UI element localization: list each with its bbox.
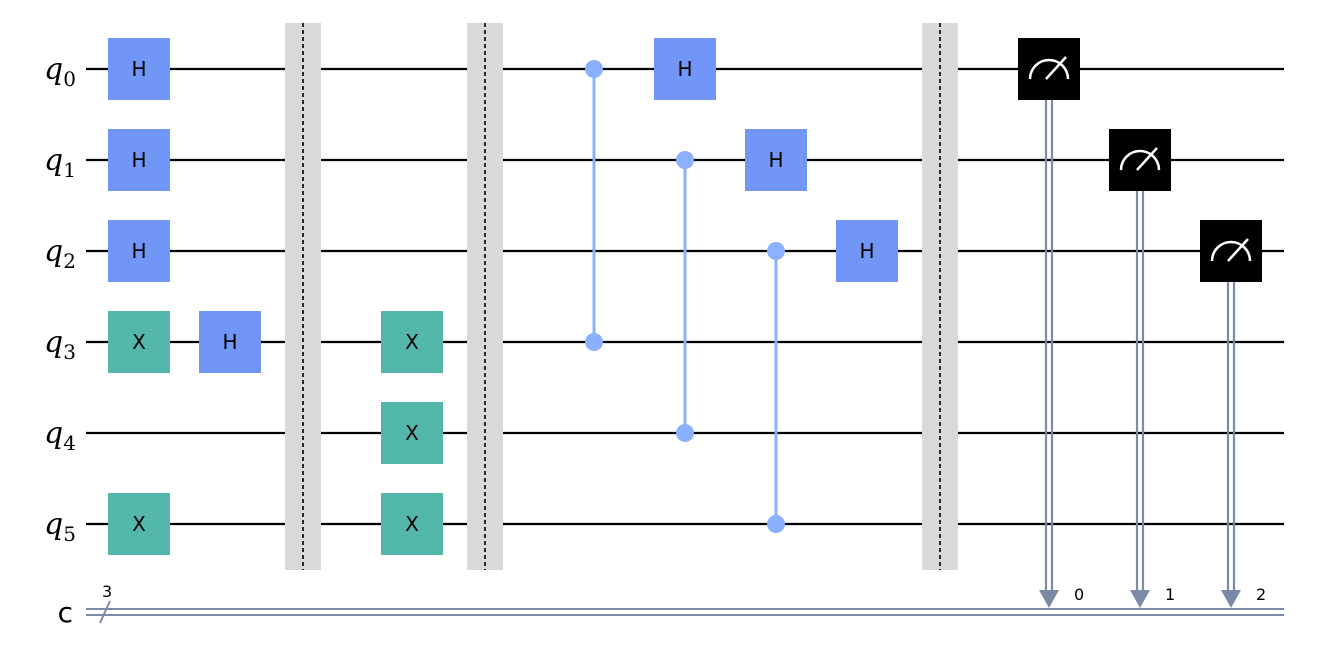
clbit-index-label: 1: [1165, 585, 1175, 604]
qubit-label-prefix: q: [44, 507, 63, 542]
measure-gate: 0: [1018, 38, 1084, 608]
x-gate: X: [381, 402, 443, 464]
qubit-label-3: q3: [44, 325, 76, 364]
cz-control-dot: [767, 515, 785, 533]
qubit-label-prefix: q: [44, 143, 63, 178]
gate-label: H: [131, 148, 146, 172]
gate-box: [745, 129, 807, 191]
cz-gate: [585, 60, 603, 351]
gate-label: X: [132, 512, 146, 536]
x-gate: X: [381, 493, 443, 555]
qubit-label-prefix: q: [44, 52, 63, 87]
qubit-label-index: 4: [63, 431, 76, 455]
gate-box: [836, 220, 898, 282]
x-gate: X: [381, 311, 443, 373]
h-gate: H: [745, 129, 807, 191]
h-gate: H: [836, 220, 898, 282]
gate-label: X: [405, 512, 419, 536]
qubit-label-1: q1: [44, 143, 76, 182]
creg-name-label: c: [58, 596, 73, 629]
gate-label: H: [768, 148, 783, 172]
gate-label: H: [131, 239, 146, 263]
qubit-label-4: q4: [44, 416, 76, 455]
qubit-label-index: 1: [63, 158, 76, 182]
gate-box: [108, 493, 170, 555]
cz-control-dot: [767, 242, 785, 260]
qubit-label-prefix: q: [44, 416, 63, 451]
creg-size-label: 3: [102, 582, 112, 601]
qubit-label-index: 3: [63, 340, 76, 364]
meter-needle-icon: [1227, 238, 1249, 262]
meter-icon: [1119, 149, 1161, 171]
gate-box: [108, 38, 170, 100]
h-gate: H: [108, 38, 170, 100]
meter-icon: [1210, 240, 1252, 262]
h-gate: H: [108, 129, 170, 191]
clbit-index-label: 0: [1074, 585, 1084, 604]
cz-control-dot: [676, 151, 694, 169]
measure-box: [1200, 220, 1262, 282]
measure-arrow-head: [1221, 590, 1241, 608]
cz-control-dot: [585, 60, 603, 78]
measure-arrow-head: [1039, 590, 1059, 608]
gate-box: [108, 220, 170, 282]
h-gate: H: [108, 220, 170, 282]
gate-box: [381, 311, 443, 373]
x-gate: X: [108, 311, 170, 373]
gate-box: [199, 311, 261, 373]
qubit-label-prefix: q: [44, 325, 63, 360]
measure-arrow-head: [1130, 590, 1150, 608]
gate-label: H: [222, 330, 237, 354]
qubit-label-index: 0: [63, 67, 76, 91]
operations-layer: H H H X X H X X X H H H 0 1 2: [108, 23, 1266, 608]
qubit-label-index: 5: [63, 522, 76, 546]
clbit-index-label: 2: [1256, 585, 1266, 604]
cz-gate: [676, 151, 694, 442]
qubit-label-0: q0: [44, 52, 76, 91]
cz-control-dot: [585, 333, 603, 351]
gate-label: H: [859, 239, 874, 263]
qubit-label-5: q5: [44, 507, 76, 546]
gate-box: [654, 38, 716, 100]
qubit-label-2: q2: [44, 234, 76, 273]
gate-label: X: [405, 421, 419, 445]
gate-box: [108, 311, 170, 373]
h-gate: H: [654, 38, 716, 100]
gate-label: H: [677, 57, 692, 81]
gate-box: [381, 493, 443, 555]
meter-icon: [1028, 58, 1070, 80]
cz-gate: [767, 242, 785, 533]
gate-label: H: [131, 57, 146, 81]
gate-box: [381, 402, 443, 464]
creg-bundle-slash: [99, 600, 111, 624]
cz-control-dot: [676, 424, 694, 442]
gate-box: [108, 129, 170, 191]
x-gate: X: [108, 493, 170, 555]
h-gate: H: [199, 311, 261, 373]
gate-label: X: [405, 330, 419, 354]
measure-gate: 1: [1109, 129, 1175, 608]
measure-gate: 2: [1200, 220, 1266, 608]
gate-label: X: [132, 330, 146, 354]
qubit-label-prefix: q: [44, 234, 63, 269]
meter-needle-icon: [1045, 56, 1067, 80]
measure-box: [1018, 38, 1080, 100]
qubit-label-index: 2: [63, 249, 76, 273]
meter-needle-icon: [1136, 147, 1158, 171]
measure-box: [1109, 129, 1171, 191]
